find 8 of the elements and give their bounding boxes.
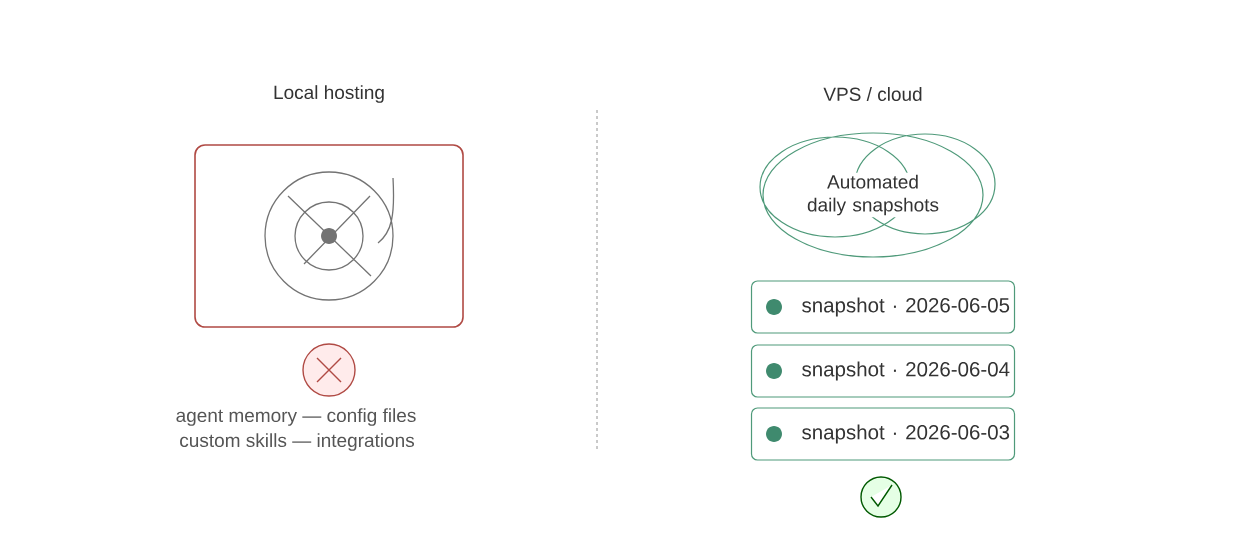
snapshot-row: snapshot · 2026-06-04 — [750, 344, 1016, 398]
section-heading: VPS / cloud — [823, 87, 922, 101]
note-text: custom skills — integrations — [180, 433, 414, 451]
cloud-label: Automated daily snapshots — [796, 172, 950, 218]
section-heading: Local hosting — [274, 85, 384, 103]
snapshot-row: snapshot · 2026-06-05 — [750, 280, 1016, 334]
snapshot-row: snapshot · 2026-06-03 — [750, 407, 1016, 461]
note-text: agent memory — config files — [176, 408, 416, 426]
